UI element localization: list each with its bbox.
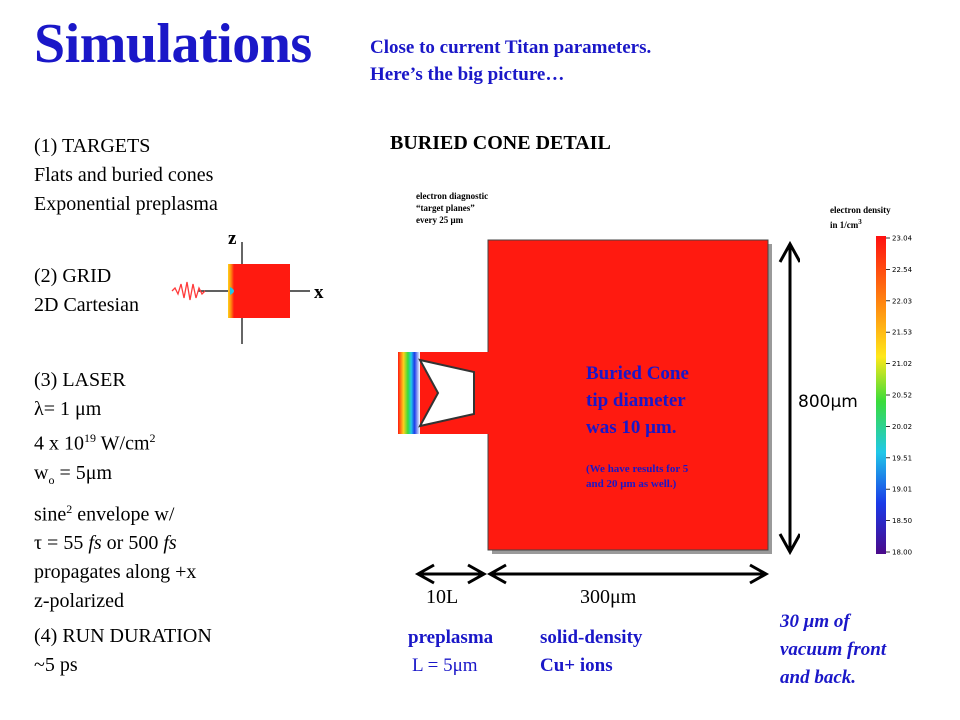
colorbar-tick-label: 20.52 [892, 392, 912, 400]
diagnostic-note: electron diagnostic “target planes” ever… [416, 191, 489, 225]
label-300um: 300μm [580, 586, 637, 608]
targets-heading: (1) TARGETS [34, 135, 151, 157]
grid-line-1: 2D Cartesian [34, 294, 139, 316]
colorbar-tick-label: 22.54 [892, 266, 913, 274]
height-arrow-bottom-head [778, 533, 800, 556]
grid-laser-spot [230, 287, 234, 295]
colorbar-tick-label: 18.50 [892, 517, 912, 525]
axis-z-label: z [228, 228, 237, 249]
run-value: ~5 ps [34, 654, 78, 676]
colorbar-tick-label: 21.53 [892, 329, 912, 337]
grid-diagram [171, 242, 310, 344]
subtitle-line-2: Here’s the big picture… [370, 64, 565, 85]
laser-polarization: z-polarized [34, 590, 124, 613]
grid-target-block [228, 264, 290, 318]
width-arrow-right-head [749, 563, 770, 585]
detail-heading: BURIED CONE DETAIL [390, 132, 611, 154]
solid-density-label: solid-density Cu+ ions [540, 627, 643, 676]
cone-note: (We have results for 5 and 20 μm as well… [586, 463, 689, 490]
colorbar-tick-label: 23.04 [892, 235, 913, 243]
laser-envelope: sine2 envelope w/ [34, 501, 175, 526]
colorbar-tick-label: 18.00 [892, 549, 912, 557]
laser-section: (3) LASER λ= 1 μm 4 x 1019 W/cm2 wo = 5μ… [34, 366, 196, 616]
colorbar-tick-label: 19.51 [892, 454, 912, 462]
targets-section: (1) TARGETS Flats and buried cones Expon… [34, 132, 218, 219]
slide-title: Simulations [34, 13, 312, 75]
subtitle: Close to current Titan parameters. Here’… [370, 34, 651, 88]
density-label: electron density in 1/cm3 [830, 205, 891, 230]
laser-waist: wo = 5μm [34, 461, 113, 487]
height-label: 800μm [798, 392, 858, 412]
label-10L: 10L [426, 586, 459, 608]
targets-line-2: Exponential preplasma [34, 193, 218, 215]
laser-heading: (3) LASER [34, 369, 126, 391]
laser-propagation: propagates along +x [34, 561, 197, 584]
run-heading: (4) RUN DURATION [34, 625, 212, 647]
preplasma-label: preplasma L = 5μm [408, 627, 494, 676]
axis-x-label: x [314, 282, 324, 303]
grid-section: (2) GRID 2D Cartesian [34, 262, 139, 320]
colorbar-tick-label: 19.01 [892, 486, 912, 494]
laser-intensity: 4 x 1019 W/cm2 [34, 431, 156, 455]
grid-heading: (2) GRID [34, 265, 112, 287]
subtitle-line-1: Close to current Titan parameters. [370, 37, 652, 58]
density-colorbar: 23.04 22.54 22.03 21.53 21.02 20.52 20.02 19.51… [876, 235, 913, 557]
vacuum-note: 30 μm of vacuum front and back. [780, 611, 887, 688]
run-section: (4) RUN DURATION ~5 ps [34, 622, 212, 680]
width-arrow-left-head [486, 563, 507, 585]
colorbar-tick-label: 20.02 [892, 423, 912, 431]
colorbar-gradient [876, 236, 886, 554]
height-arrow-top-head [778, 240, 800, 263]
colorbar-tick-label: 21.02 [892, 360, 912, 368]
cone-cavity [418, 358, 475, 428]
laser-duration: τ = 55 fs or 500 fs [34, 532, 177, 555]
cone-description: Buried Cone tip diameter was 10 μm. [586, 363, 689, 438]
preplasma-arrow-right-head [467, 563, 488, 585]
laser-wavelength: λ= 1 μm [34, 398, 102, 420]
targets-line-1: Flats and buried cones [34, 164, 214, 186]
preplasma-gradient [398, 352, 420, 434]
colorbar-ticks: 23.04 22.54 22.03 21.53 21.02 20.52 20.02 19.51… [886, 235, 913, 557]
buried-cone-figure [398, 239, 800, 585]
colorbar-tick-label: 22.03 [892, 297, 912, 305]
laser-pulse-icon [171, 281, 206, 301]
preplasma-arrow-left-head [414, 563, 435, 585]
target-block [487, 239, 769, 551]
